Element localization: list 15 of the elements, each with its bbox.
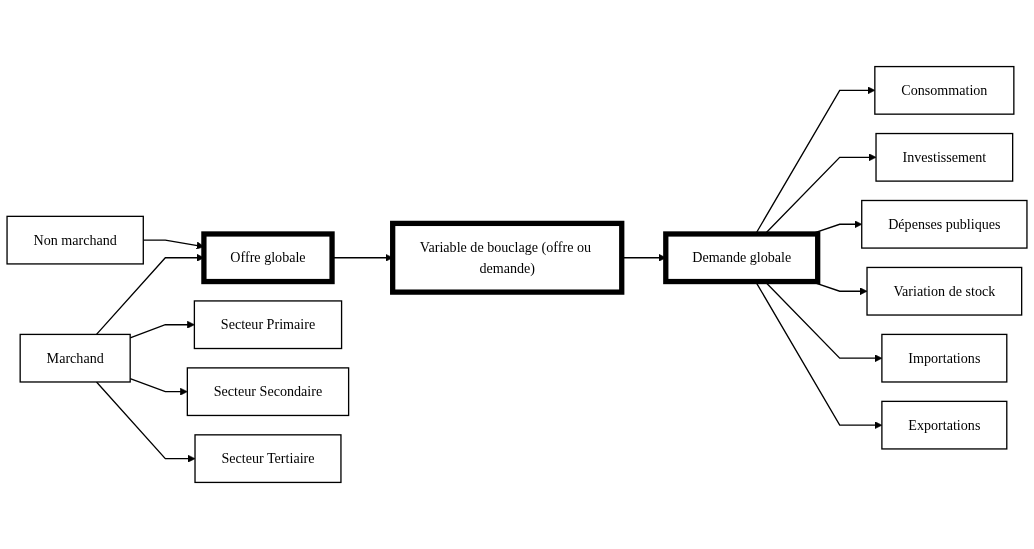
node-box: Offre globale <box>201 231 335 285</box>
node-box: Secteur Secondaire <box>186 367 350 417</box>
node-box: Exportations <box>881 400 1008 450</box>
node-box: Consommation <box>874 65 1015 115</box>
node-box: Marchand <box>19 333 131 383</box>
node-box: Secteur Primaire <box>193 300 343 350</box>
node-box: Demande globale <box>663 231 821 285</box>
node-box: Non marchand <box>6 215 144 265</box>
node-box: Investissement <box>875 132 1014 182</box>
node-box: Variable de bouclage (offre ou demande) <box>390 220 625 295</box>
node-box: Importations <box>881 333 1008 383</box>
node-box: Dépenses publiques <box>861 199 1028 249</box>
node-box: Variation de stock <box>866 266 1023 316</box>
node-box: Secteur Tertiaire <box>194 434 342 484</box>
arrow <box>95 381 196 463</box>
